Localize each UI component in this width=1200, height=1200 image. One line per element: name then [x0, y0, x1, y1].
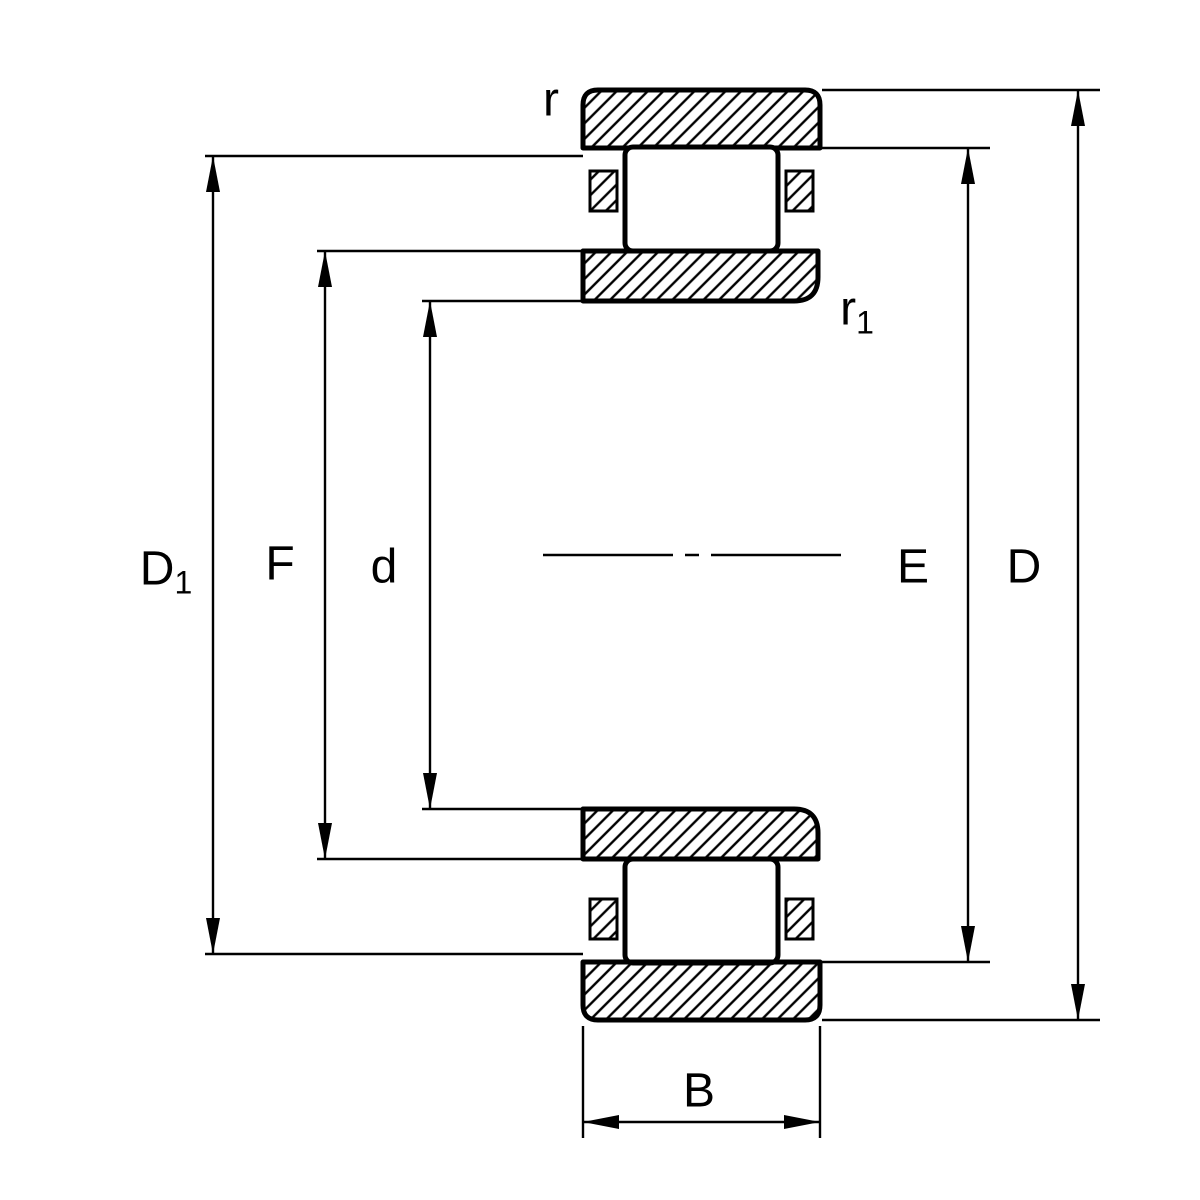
outer-ring-bottom-section	[580, 959, 823, 1023]
dim-F-arrow-down	[318, 823, 332, 859]
dim-d-arrow-down	[423, 773, 437, 809]
dim-label-F: F	[265, 537, 295, 594]
dim-F-arrow-up	[318, 251, 332, 287]
extension-lines	[205, 88, 1100, 1138]
cage-section-right-top	[784, 169, 815, 213]
roller-bottom	[622, 856, 781, 966]
dim-label-D1: D1	[139, 542, 193, 601]
inner-ring-top-section	[580, 248, 821, 304]
dim-E-arrow-down	[961, 926, 975, 962]
dim-label-D: D	[1006, 540, 1042, 597]
dim-label-D-base: D	[1006, 540, 1042, 594]
dim-B	[583, 1115, 820, 1129]
dim-label-d: d	[370, 540, 398, 597]
dim-label-E-base: E	[896, 540, 930, 594]
dim-label-r1-sub: 1	[856, 304, 874, 341]
dim-d	[423, 301, 437, 809]
dim-label-r1: r1	[840, 282, 874, 341]
dim-D-arrow-up	[1071, 90, 1085, 126]
dim-D1-arrow-down	[206, 918, 220, 954]
cage-section-left-bottom	[588, 897, 619, 941]
dimension-lines	[206, 90, 1085, 1129]
dim-label-B: B	[682, 1064, 716, 1121]
outer-ring-top-section	[580, 87, 823, 151]
dim-D-arrow-down	[1071, 984, 1085, 1020]
dim-label-B-base: B	[682, 1064, 716, 1118]
dim-E	[961, 148, 975, 962]
dim-B-arrow-left	[583, 1115, 619, 1129]
cage-section-right-bottom	[784, 897, 815, 941]
dim-D1-arrow-up	[206, 156, 220, 192]
dim-label-D1-base: D	[139, 542, 175, 596]
dim-label-r-base: r	[543, 73, 559, 127]
cage-section-left-top	[588, 169, 619, 213]
dim-D	[1071, 90, 1085, 1020]
dim-label-E: E	[896, 540, 930, 597]
dim-E-arrow-up	[961, 148, 975, 184]
dim-F	[318, 251, 332, 859]
dim-d-arrow-up	[423, 301, 437, 337]
dim-D1	[206, 156, 220, 954]
inner-ring-bottom-section	[580, 806, 821, 862]
lower-half-section	[580, 806, 823, 1023]
dim-label-r: r	[543, 73, 559, 130]
dim-B-arrow-right	[784, 1115, 820, 1129]
dim-label-F-base: F	[265, 537, 295, 591]
dim-label-d-base: d	[370, 540, 398, 594]
dim-label-r1-base: r	[840, 282, 857, 336]
dim-label-D1-sub: 1	[174, 564, 193, 601]
upper-half-section	[580, 87, 823, 304]
roller-top	[622, 144, 781, 254]
